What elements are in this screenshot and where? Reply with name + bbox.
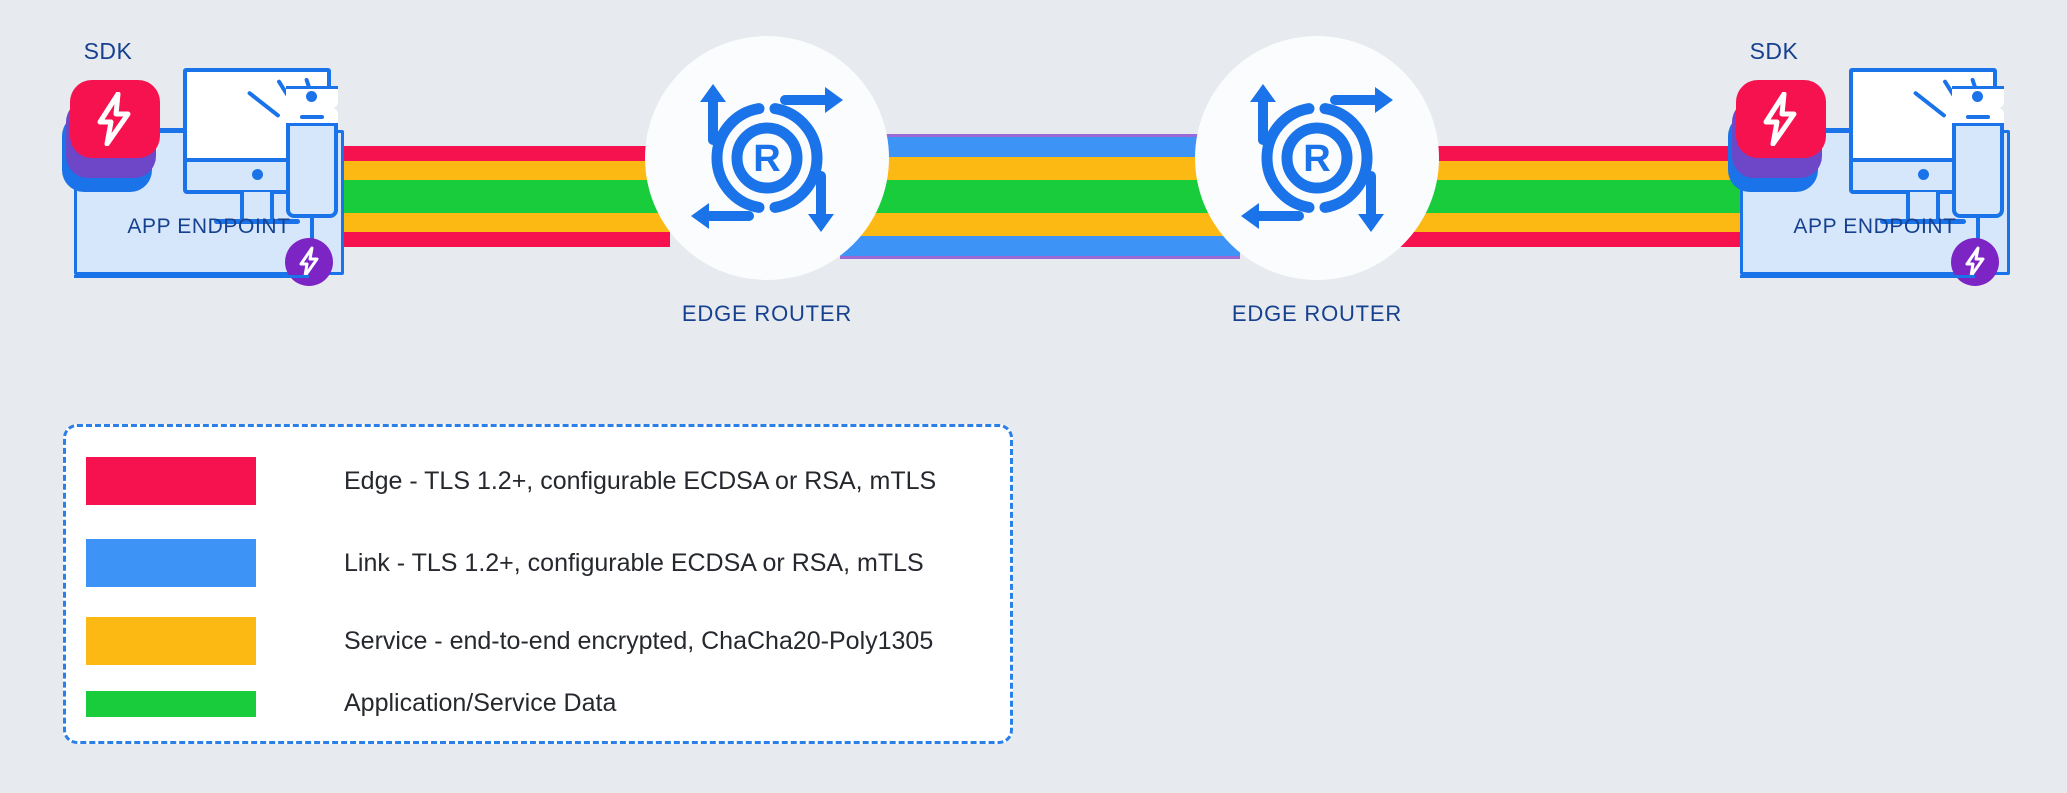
stripe-mid-link-bot-b <box>840 256 1240 259</box>
stripe-mid-service-top <box>840 157 1240 180</box>
stripe-left-service-bot <box>340 213 670 232</box>
stripe-left-edge-top <box>340 146 670 161</box>
svg-text:R: R <box>753 138 780 180</box>
legend-label-appdata: Application/Service Data <box>344 689 617 717</box>
router-circle-bg <box>645 36 889 280</box>
lightning-bolt-icon <box>97 92 131 146</box>
stripe-left-service-top <box>340 161 670 180</box>
legend-label-link: Link - TLS 1.2+, configurable ECDSA or R… <box>344 548 924 577</box>
legend-swatch-appdata <box>86 690 256 717</box>
legend-item-link: Link - TLS 1.2+, configurable ECDSA or R… <box>86 539 924 587</box>
stripe-mid-link-top <box>840 134 1240 137</box>
app-endpoint-right-label: APP ENDPOINT <box>1793 215 1957 238</box>
lightning-badge-icon <box>285 238 333 286</box>
edge-router-left-label: EDGE ROUTER <box>681 301 853 326</box>
legend-swatch-edge <box>86 457 256 505</box>
sdk-label-left: SDK <box>83 38 133 64</box>
legend-item-edge: Edge - TLS 1.2+, configurable ECDSA or R… <box>86 457 936 505</box>
stripe-mid-link-bot <box>840 236 1240 256</box>
legend-panel: Edge - TLS 1.2+, configurable ECDSA or R… <box>63 424 1013 744</box>
legend-swatch-service <box>86 617 256 665</box>
svg-text:R: R <box>1303 138 1330 180</box>
stripe-mid-appdata <box>840 180 1240 213</box>
legend-label-service: Service - end-to-end encrypted, ChaCha20… <box>344 626 934 655</box>
router-circular-arrows-icon: R <box>687 78 847 243</box>
legend-swatch-link <box>86 539 256 587</box>
legend-item-appdata: Application/Service Data <box>86 689 616 718</box>
stripe-right-edge-top <box>1400 146 1740 161</box>
legend-item-service: Service - end-to-end encrypted, ChaCha20… <box>86 617 933 665</box>
sdk-label-right: SDK <box>1749 38 1799 64</box>
stripe-left-appdata <box>340 180 670 213</box>
lightning-bolt-icon <box>1763 92 1797 146</box>
lightning-badge-icon <box>1951 238 1999 286</box>
stripe-right-edge-bot <box>1400 232 1740 247</box>
legend-label-edge: Edge - TLS 1.2+, configurable ECDSA or R… <box>344 466 937 495</box>
stripe-right-appdata <box>1400 180 1740 213</box>
edge-router-right-label: EDGE ROUTER <box>1231 301 1403 326</box>
endpoint-right-base-line <box>1740 275 1975 278</box>
endpoint-left-base-line <box>74 275 309 278</box>
router-circular-arrows-icon: R <box>1237 78 1397 243</box>
stripe-mid-service-bot <box>840 213 1240 236</box>
stripe-right-service-bot <box>1400 213 1740 232</box>
stripe-mid-link-top-b <box>840 137 1240 157</box>
app-endpoint-left-label: APP ENDPOINT <box>127 215 291 238</box>
stripe-right-service-top <box>1400 161 1740 180</box>
router-circle-bg <box>1195 36 1439 280</box>
stripe-left-edge-bot <box>340 232 670 247</box>
